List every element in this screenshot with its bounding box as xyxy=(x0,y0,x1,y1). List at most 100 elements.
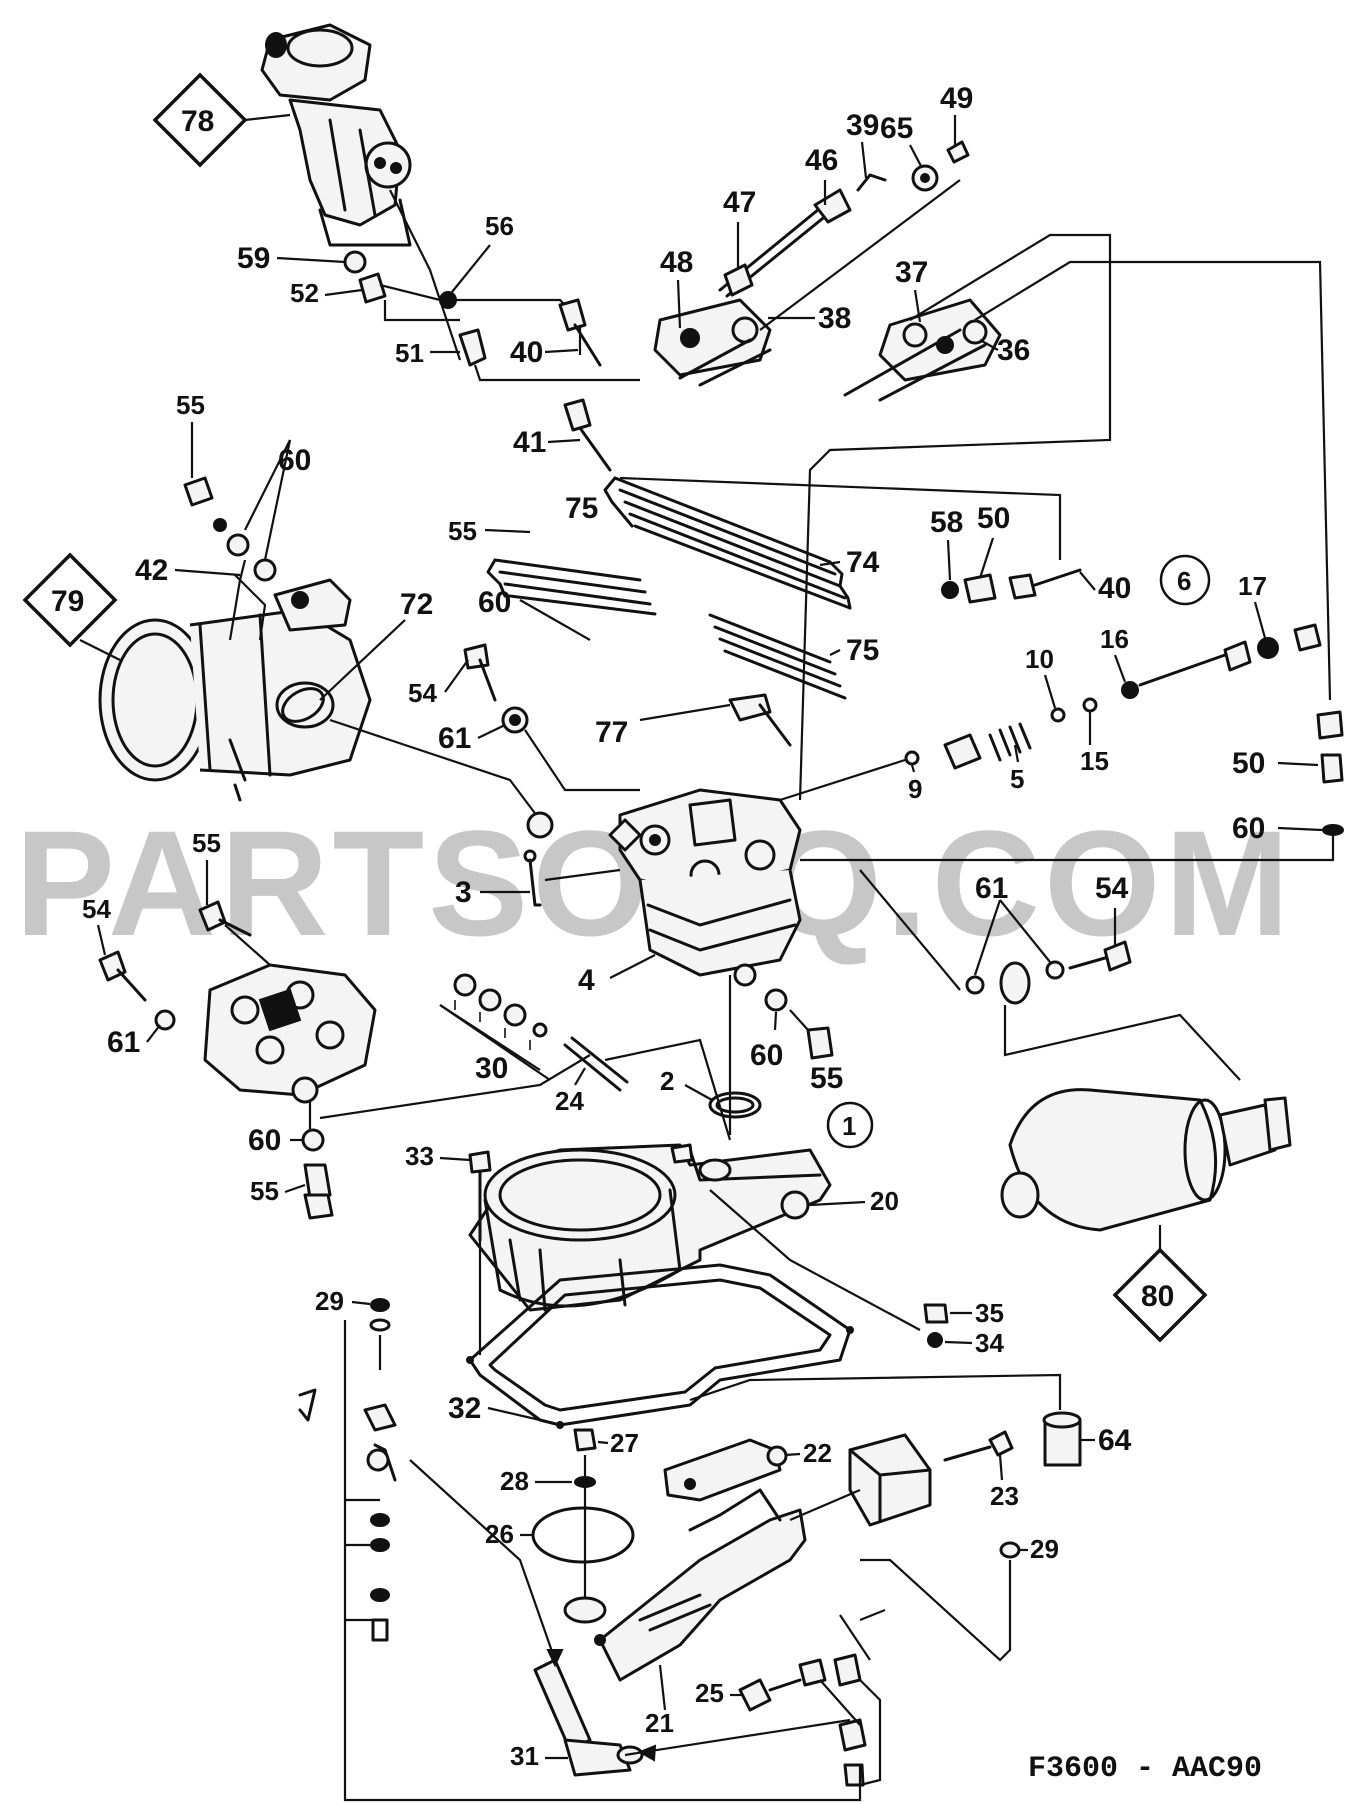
assembly-ref-80[interactable]: 80 xyxy=(1112,1247,1208,1343)
callout-58: 58 xyxy=(930,506,963,539)
callout-10: 10 xyxy=(1025,644,1054,674)
callout-55e: 55 xyxy=(250,1176,279,1206)
callout-36: 36 xyxy=(997,334,1030,367)
callout-33: 33 xyxy=(405,1141,434,1171)
callout-77: 77 xyxy=(595,716,628,749)
bolt-55-60-left xyxy=(183,439,292,582)
callout-21: 21 xyxy=(645,1708,674,1738)
callout-48: 48 xyxy=(660,246,693,279)
callout-29a: 29 xyxy=(315,1286,344,1316)
callout-20: 20 xyxy=(870,1186,899,1216)
svg-text:80: 80 xyxy=(1141,1280,1174,1313)
callout-61c: 61 xyxy=(107,1026,140,1059)
assembly-ref-79[interactable]: 79 xyxy=(22,552,121,661)
callout-59: 59 xyxy=(237,242,270,275)
callout-61b: 61 xyxy=(975,872,1008,905)
callout-41: 41 xyxy=(513,426,546,459)
callout-50a: 50 xyxy=(977,502,1010,535)
bolt-54-61-center xyxy=(463,643,640,792)
callout-4: 4 xyxy=(578,964,595,997)
callout-39: 39 xyxy=(846,109,879,142)
callout-26: 26 xyxy=(485,1519,514,1549)
callout-2: 2 xyxy=(660,1066,674,1096)
callout-52: 52 xyxy=(290,278,319,308)
callout-17: 17 xyxy=(1238,571,1267,601)
valve-body-4 xyxy=(608,788,802,1135)
callout-74: 74 xyxy=(846,546,880,579)
callout-56: 56 xyxy=(485,211,514,241)
actuator-motor-80 xyxy=(1000,1088,1292,1250)
group-ref-1[interactable]: 1 xyxy=(826,1101,874,1149)
callout-50b: 50 xyxy=(1232,747,1265,780)
callout-60e: 60 xyxy=(248,1124,281,1157)
callout-61a: 61 xyxy=(438,722,471,755)
heater-coil-75-left xyxy=(486,558,657,616)
callout-55b: 55 xyxy=(448,516,477,546)
callout-42: 42 xyxy=(135,554,168,587)
clip-77 xyxy=(639,693,792,747)
linkage-left-column xyxy=(298,1298,862,1802)
callout-15: 15 xyxy=(1080,746,1109,776)
callout-46: 46 xyxy=(805,144,838,177)
svg-text:79: 79 xyxy=(51,585,84,618)
callout-55a: 55 xyxy=(176,390,205,420)
callout-31: 31 xyxy=(510,1741,539,1771)
bush-64 xyxy=(689,1373,1082,1467)
callout-32: 32 xyxy=(448,1392,481,1425)
lever-22 xyxy=(663,1438,788,1502)
svg-text:78: 78 xyxy=(181,105,214,138)
callout-72: 72 xyxy=(400,588,433,621)
assembly-ref-78[interactable]: 78 xyxy=(152,72,291,168)
lever-31 xyxy=(533,1658,851,1777)
heater-housing-20 xyxy=(468,1143,921,1331)
callout-40b: 40 xyxy=(1098,572,1131,605)
callout-24: 24 xyxy=(555,1086,584,1116)
pipe-40-41 xyxy=(558,298,612,472)
callout-23: 23 xyxy=(990,1481,1019,1511)
callout-47: 47 xyxy=(723,186,756,219)
callout-37: 37 xyxy=(895,256,928,289)
water-valve-left xyxy=(98,900,591,1220)
callout-35: 35 xyxy=(975,1298,1004,1328)
callout-22: 22 xyxy=(803,1438,832,1468)
clamp-bracket-left xyxy=(653,140,970,387)
callout-34: 34 xyxy=(975,1328,1004,1358)
callout-54c: 54 xyxy=(82,894,111,924)
gasket-32 xyxy=(466,1263,854,1429)
callout-27: 27 xyxy=(610,1428,639,1458)
spindle-assembly xyxy=(779,623,1322,802)
callout-29b: 29 xyxy=(1030,1534,1059,1564)
callout-38: 38 xyxy=(818,302,851,335)
callout-51: 51 xyxy=(395,338,424,368)
fitting-50-60-right xyxy=(800,710,1344,862)
ring-72 xyxy=(281,687,554,839)
actuator-block-23 xyxy=(848,1430,1014,1527)
callout-16: 16 xyxy=(1100,624,1129,654)
drawing-code: F3600 - AAC90 xyxy=(1028,1752,1262,1786)
seal-kit-30 xyxy=(439,973,551,1081)
callout-labels: 4 9 6 5 39 46 47 48 38 37 36 59 56 52 51 4… xyxy=(82,82,1323,1771)
callout-60d: 60 xyxy=(750,1039,783,1072)
svg-text:1: 1 xyxy=(842,1111,856,1141)
callout-30: 30 xyxy=(475,1052,508,1085)
callout-3: 3 xyxy=(455,876,472,909)
callout-25: 25 xyxy=(695,1678,724,1708)
rod-24 xyxy=(563,1036,732,1141)
callout-60c: 60 xyxy=(1232,812,1265,845)
callout-54a: 54 xyxy=(408,678,437,708)
bolt-54-61-right xyxy=(859,869,1241,1081)
pin-3 xyxy=(523,849,621,907)
callout-5: 5 xyxy=(1010,764,1024,794)
intake-housing xyxy=(98,559,372,802)
callout-64: 64 xyxy=(1098,1424,1132,1457)
callout-28: 28 xyxy=(500,1466,529,1496)
callout-60a: 60 xyxy=(278,444,311,477)
clamp-bracket-right xyxy=(798,233,1332,801)
callout-60b: 60 xyxy=(478,586,511,619)
fitting-group-top-left xyxy=(343,250,640,382)
servo-motor-unit xyxy=(260,23,462,361)
callout-9: 9 xyxy=(908,774,922,804)
group-ref-6[interactable]: 6 xyxy=(1159,554,1211,606)
nut-35-34 xyxy=(923,1303,949,1348)
